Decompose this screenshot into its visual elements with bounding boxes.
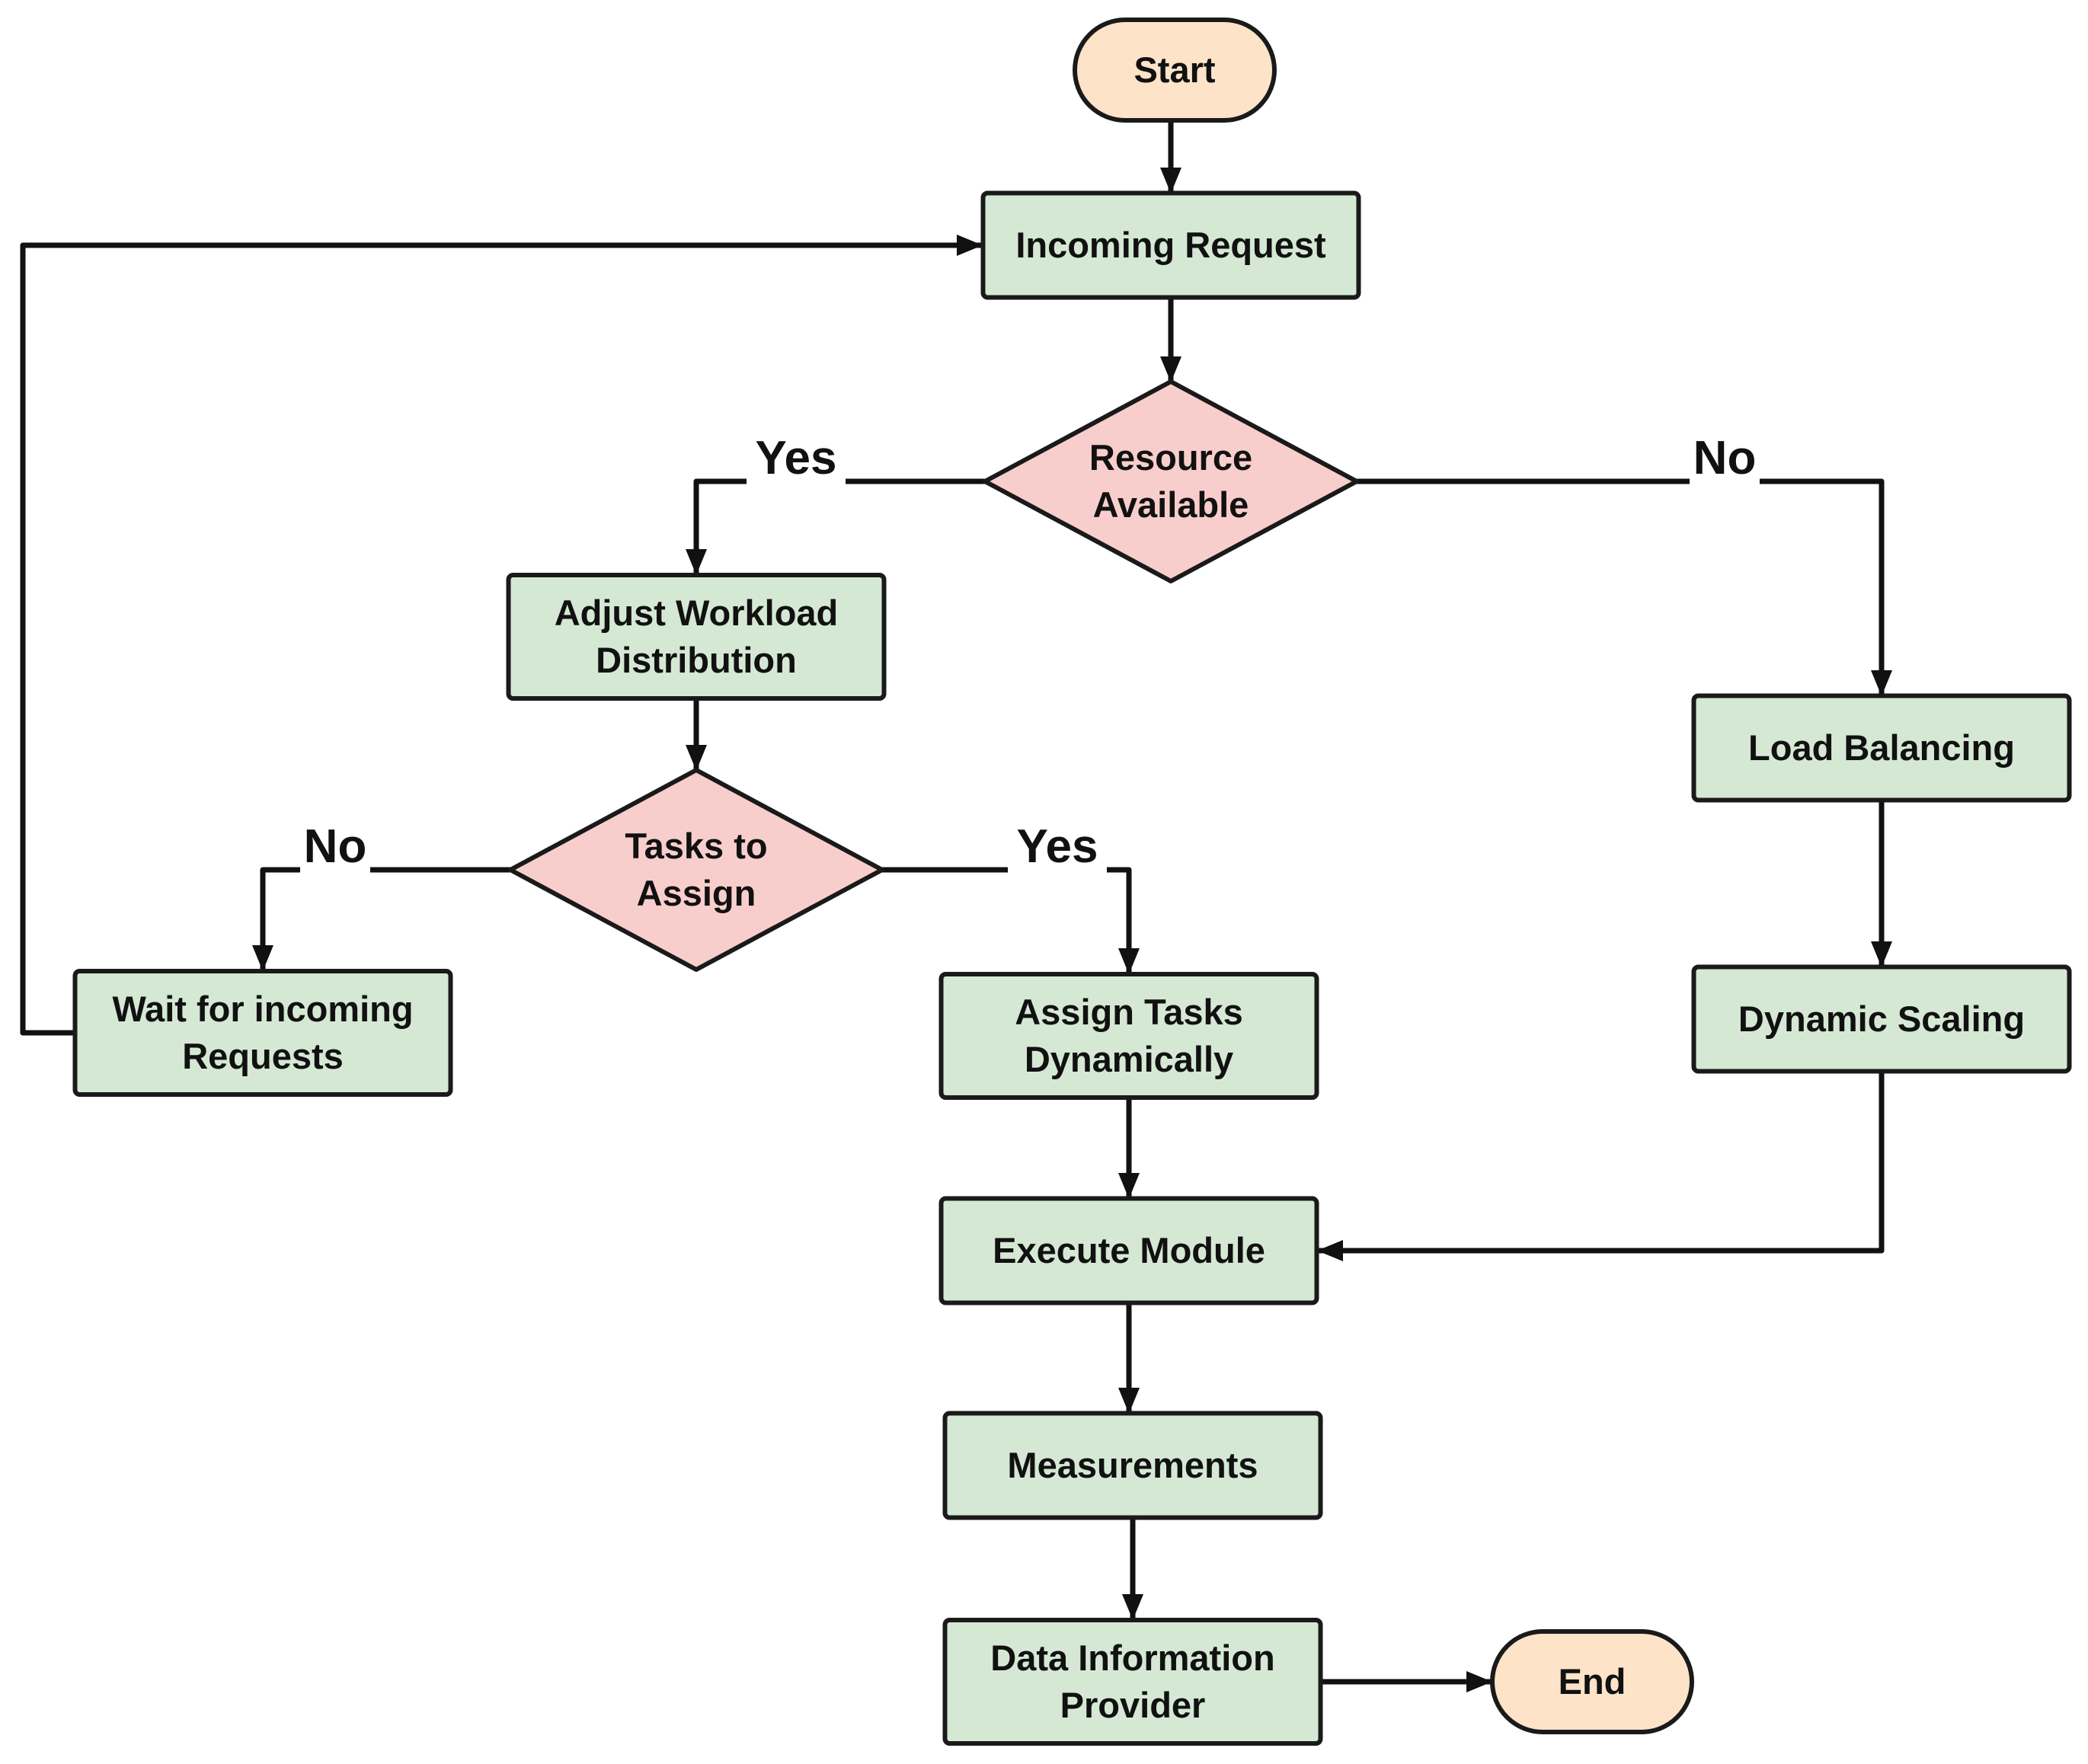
process-box (980, 190, 1361, 300)
node-tasks-to-assign: Tasks to Assign (508, 768, 884, 972)
terminal-pill (1490, 1629, 1694, 1734)
node-label: Tasks to (625, 826, 767, 866)
process-box (1691, 964, 2072, 1074)
edge-label-yes: Yes (1017, 820, 1098, 873)
edge-label-background (1690, 436, 1760, 484)
process-box (942, 1411, 1323, 1520)
node-incoming-request: Incoming Request (980, 190, 1361, 300)
edge-label-yes: Yes (756, 432, 837, 484)
edge-label-background (300, 824, 370, 873)
node-label: Data Information (990, 1638, 1274, 1678)
edge-resource-available-to-load-balancing (1354, 478, 1892, 698)
node-label: Assign Tasks (1015, 992, 1243, 1032)
edge-label-background (747, 436, 846, 484)
terminal-pill (1073, 18, 1277, 123)
node-execute-module: Execute Module (938, 1196, 1319, 1305)
decision-diamond (508, 768, 884, 972)
node-label: Requests (182, 1036, 344, 1076)
node-label: Assign (637, 873, 756, 913)
edge-resource-available-to-adjust-workload (686, 478, 988, 577)
node-label: Dynamic Scaling (1738, 999, 2025, 1039)
node-label: Dynamically (1025, 1039, 1233, 1079)
node-load-balancing: Load Balancing (1691, 693, 2072, 803)
process-box (72, 969, 453, 1097)
edge-label-no: No (1693, 432, 1757, 484)
node-label: Load Balancing (1748, 727, 2015, 768)
process-box (1691, 693, 2072, 803)
node-label: Start (1134, 50, 1215, 90)
edge-label-no: No (304, 820, 367, 873)
node-label: Adjust Workload (555, 593, 839, 633)
process-box (942, 1618, 1323, 1746)
edges-layer (20, 117, 1892, 1692)
edge-tasks-to-assign-to-assign-tasks (879, 867, 1140, 976)
node-measurements: Measurements (942, 1411, 1323, 1520)
process-box (938, 972, 1319, 1100)
node-label: Wait for incoming (112, 989, 413, 1029)
edge-dynamic-scaling-to-execute-module (1316, 1069, 1885, 1261)
edge-label-background (1008, 824, 1107, 873)
edge-wait-requests-to-incoming-request (20, 235, 984, 1036)
node-dynamic-scaling: Dynamic Scaling (1691, 964, 2072, 1074)
node-label: End (1559, 1661, 1626, 1702)
node-end: End (1490, 1629, 1694, 1734)
node-label: Incoming Request (1015, 225, 1326, 265)
node-label: Execute Module (993, 1230, 1265, 1270)
process-box (938, 1196, 1319, 1305)
decision-diamond (983, 379, 1359, 583)
node-label: Resource (1089, 437, 1252, 478)
node-label: Available (1093, 484, 1249, 525)
node-label: Distribution (596, 640, 797, 680)
node-label: Provider (1060, 1685, 1206, 1725)
process-box (506, 573, 887, 701)
edge-tasks-to-assign-to-wait-requests (252, 867, 513, 973)
node-label: Measurements (1007, 1445, 1258, 1485)
node-start: Start (1073, 18, 1277, 123)
